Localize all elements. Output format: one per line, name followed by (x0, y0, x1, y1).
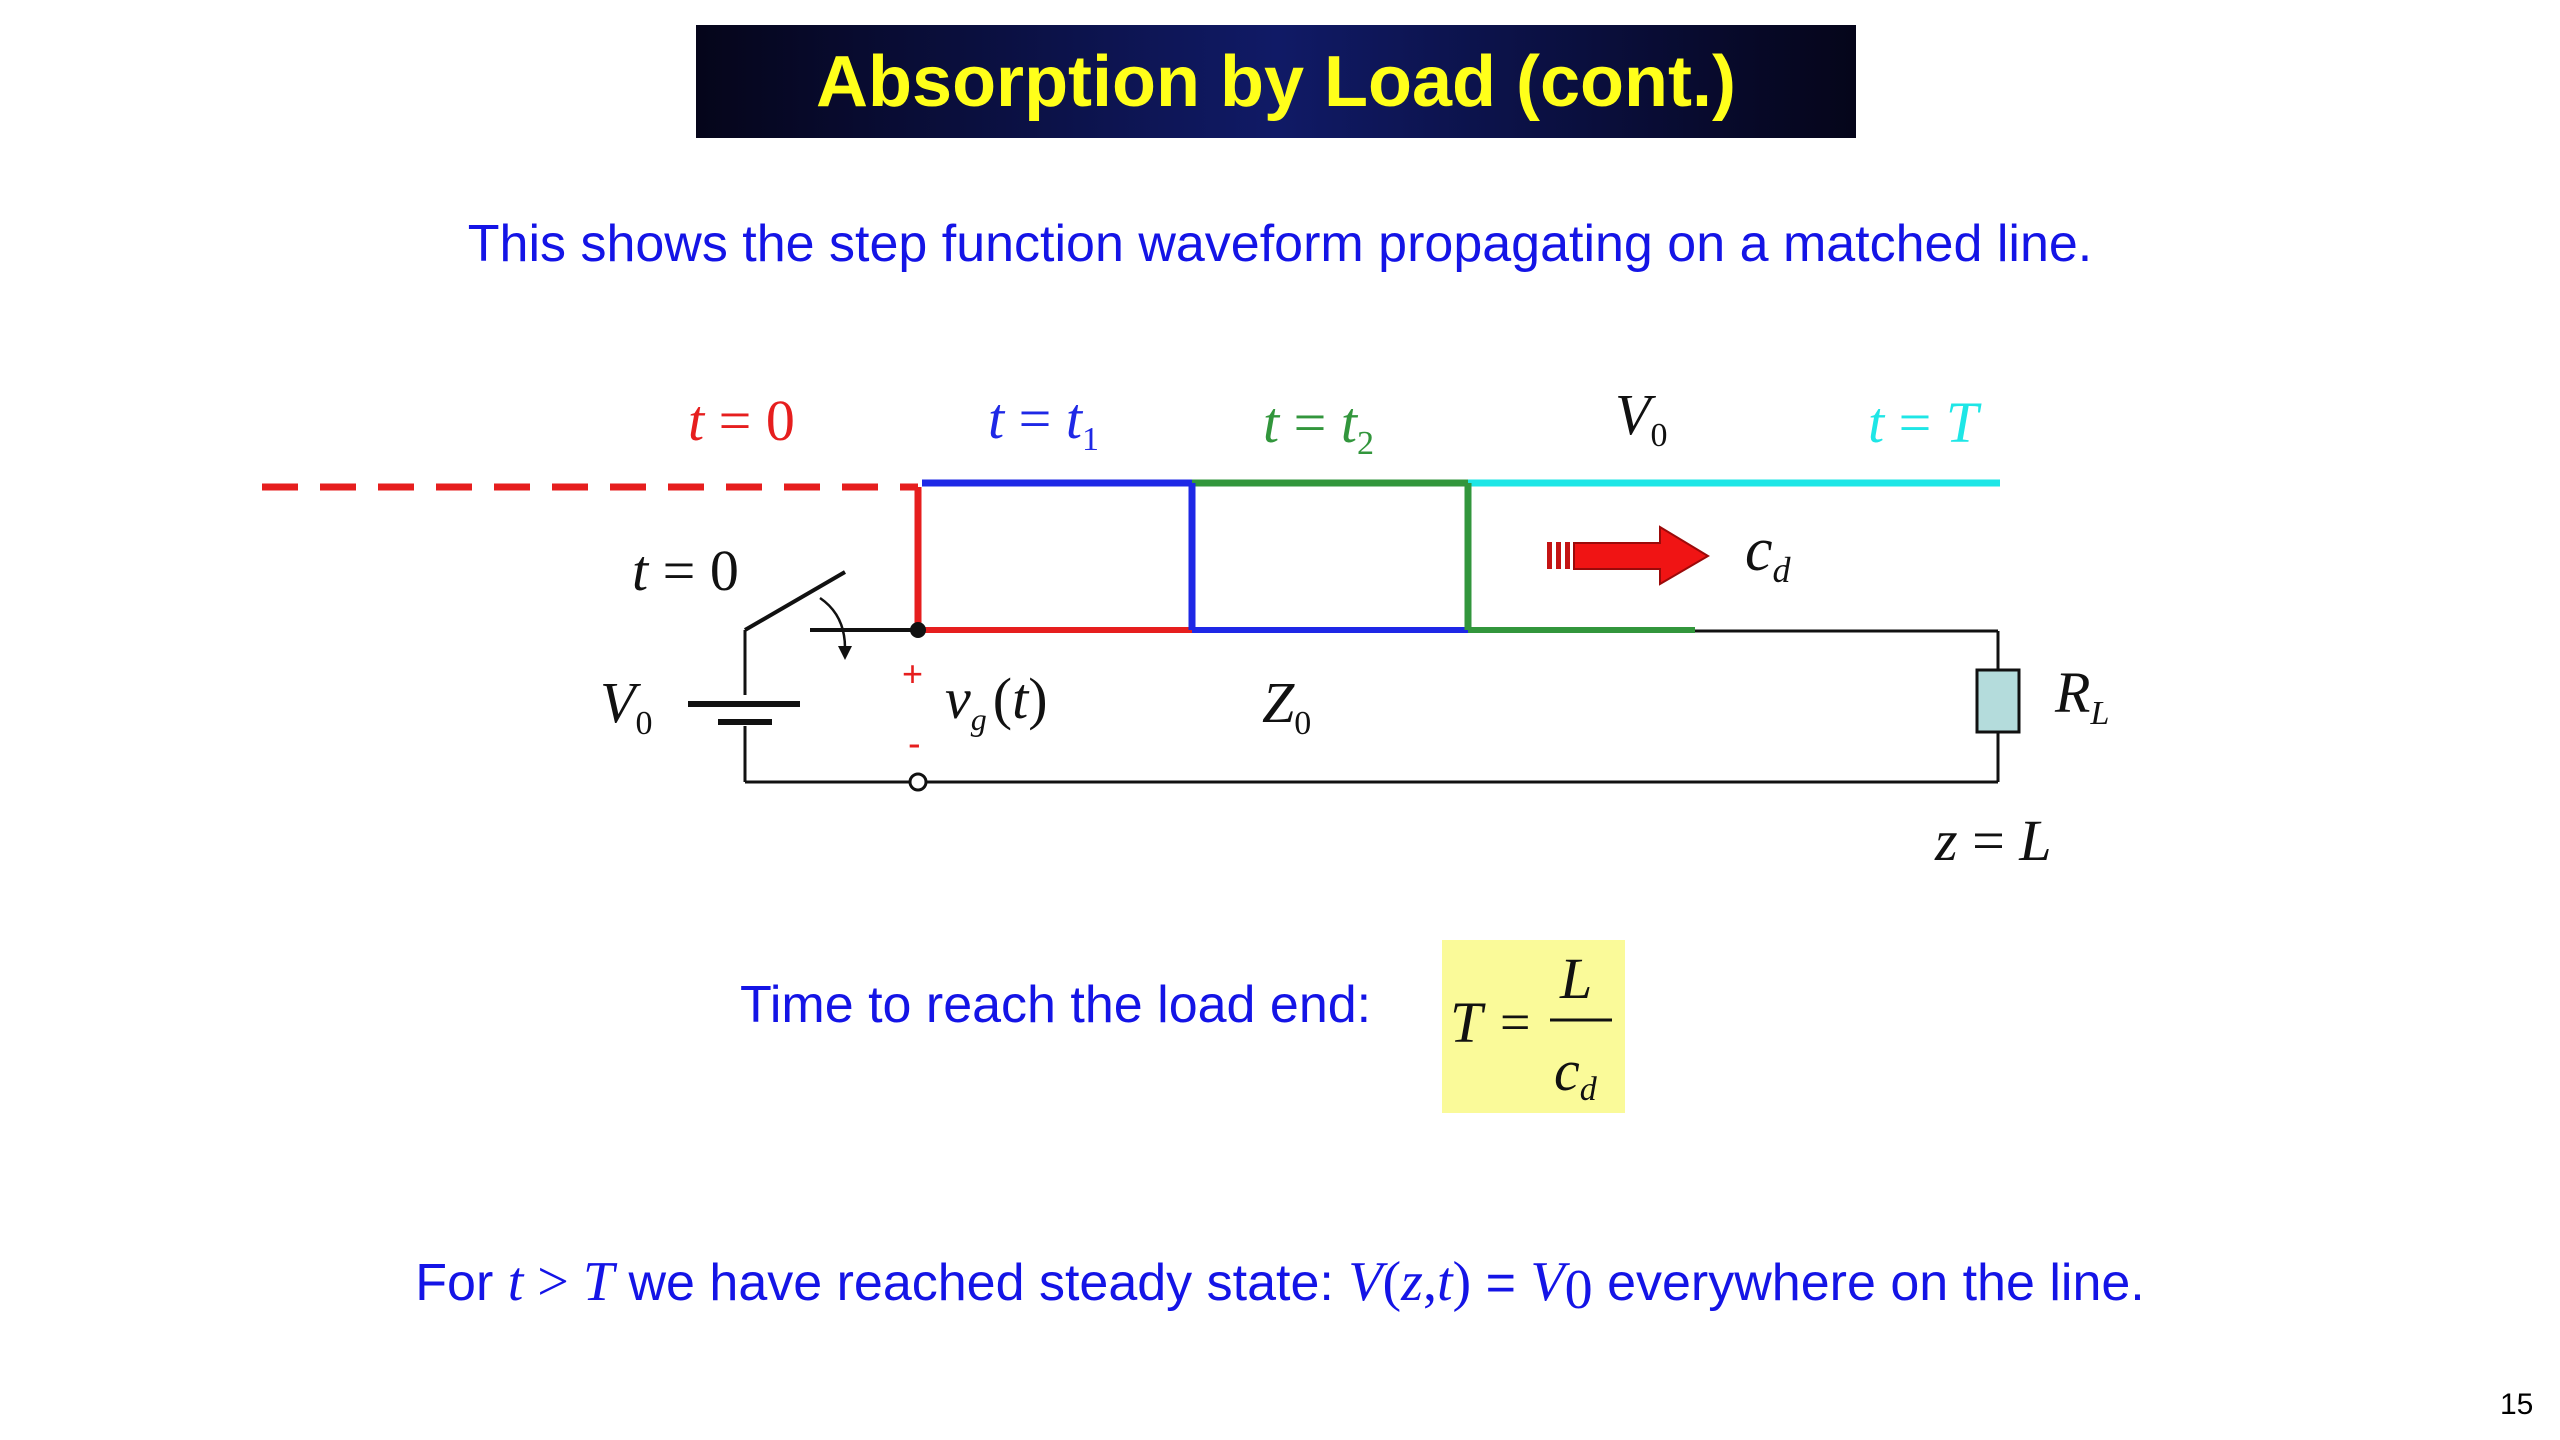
arrow-tail-2 (1556, 542, 1561, 569)
subtitle: This shows the step function waveform pr… (467, 215, 2093, 273)
bottom-math-z: z (1401, 1251, 1423, 1313)
label-t1: t = t1 (988, 386, 1099, 458)
slide-title: Absorption by Load (cont.) (816, 41, 1736, 122)
arrow-tail-3 (1565, 542, 1570, 569)
bottom-math-V: V (1348, 1251, 1383, 1313)
bottom-math-open: ( (1382, 1251, 1402, 1313)
switch-blade (743, 570, 847, 632)
formula-svg: T = L cd (1450, 946, 1612, 1108)
label-t0: t = 0 (688, 388, 795, 453)
time-to-reach-label: Time to reach the load end: (740, 976, 1372, 1034)
bottom-math-close: ) (1452, 1251, 1472, 1313)
label-rl: RL (2054, 660, 2109, 732)
formula-denominator: cd (1554, 1038, 1598, 1108)
bottom-math-comma: , (1422, 1251, 1437, 1313)
label-source-v0: V0 (600, 670, 652, 742)
label-tT: t = T (1868, 390, 1982, 455)
bottom-text-2: we have reached steady state: (614, 1254, 1349, 1312)
label-vg: vg(t) (945, 666, 1048, 737)
label-cd: cd (1745, 516, 1792, 590)
label-v0-top: V0 (1615, 382, 1667, 454)
steady-state-statement: For t > T we have reached steady state: … (0, 1250, 2560, 1322)
bottom-math-t: t (507, 1251, 524, 1313)
arrow-tail-1 (1547, 542, 1552, 569)
title-banner: Absorption by Load (cont.) (696, 25, 1856, 138)
label-z-eq-l: z = L (1934, 808, 2052, 873)
label-switch-t0: t = 0 (632, 538, 739, 603)
label-t2: t = t2 (1263, 390, 1374, 462)
label-minus: - (908, 723, 921, 765)
formula-box: T = L cd (1442, 940, 1625, 1113)
bottom-math-T: T (582, 1251, 615, 1313)
terminal-top (910, 622, 926, 638)
switch-arrow (819, 596, 847, 649)
load-resistor (1975, 668, 2021, 734)
bottom-math-gt: > (523, 1251, 583, 1313)
bottom-text-3: everywhere on the line. (1592, 1254, 2145, 1312)
formula-numerator: L (1559, 946, 1592, 1011)
formula-lhs: T (1450, 990, 1486, 1055)
label-z0: Z0 (1262, 670, 1311, 742)
velocity-arrow-icon (1573, 525, 1710, 586)
terminal-bottom (908, 772, 928, 792)
bottom-math-V0: V (1530, 1251, 1565, 1313)
label-plus: + (902, 653, 923, 694)
bottom-math-t2: t (1436, 1251, 1453, 1313)
bottom-math-equals: = (1471, 1254, 1531, 1312)
page-number: 15 (2500, 1388, 2534, 1421)
formula-eq: = (1500, 992, 1530, 1052)
bottom-math-V0-sub: 0 (1564, 1259, 1593, 1321)
bottom-text-1: For (415, 1254, 508, 1312)
switch-arrowhead (838, 646, 852, 660)
